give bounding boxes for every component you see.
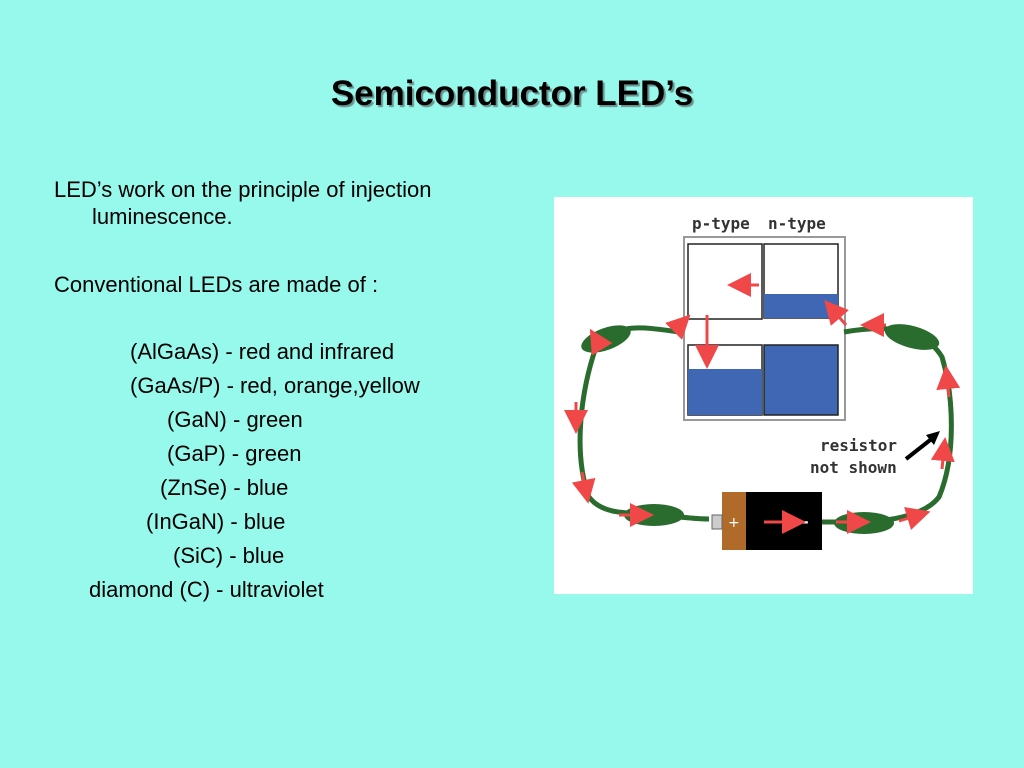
resistor-note-line-2: not shown xyxy=(810,458,897,477)
battery-minus-sign: - xyxy=(802,512,809,531)
battery-plus-sign: + xyxy=(728,515,740,531)
intro-text-line-2: luminescence. xyxy=(92,204,233,229)
slide-title: Semiconductor LED’s xyxy=(330,74,694,113)
arrow-icon xyxy=(898,506,931,530)
n-valence-band xyxy=(763,344,839,416)
resistor-pointer-head-icon xyxy=(926,431,940,445)
led-circuit-svg: p-type n-type + - xyxy=(564,214,961,550)
arrow-icon xyxy=(824,299,849,326)
left-top-clip xyxy=(581,325,631,353)
arrow-icon xyxy=(930,437,955,470)
intro-text-line-1: LED’s work on the principle of injection xyxy=(54,177,432,202)
material-item: (GaAs/P) - red, orange,yellow xyxy=(130,373,420,398)
material-item: (InGaN) - blue xyxy=(146,509,286,534)
arrow-icon xyxy=(665,314,691,340)
battery-terminal xyxy=(711,514,723,530)
p-type-label: p-type xyxy=(692,214,750,233)
n-type-label: n-type xyxy=(768,214,826,233)
material-item: (GaP) - green xyxy=(167,441,302,466)
p-band-fill xyxy=(688,369,762,415)
material-item: (AlGaAs) - red and infrared xyxy=(130,339,395,364)
led-circuit-diagram: p-type n-type + - xyxy=(554,197,973,594)
n-band-electrons xyxy=(764,294,838,318)
material-item: (GaN) - green xyxy=(167,407,303,432)
arrow-icon xyxy=(936,365,961,398)
resistor-pointer-icon xyxy=(904,435,936,461)
material-item: (ZnSe) - blue xyxy=(160,475,289,500)
right-top-clip xyxy=(884,324,940,350)
arrow-icon xyxy=(589,328,613,356)
current-arrows xyxy=(564,273,961,534)
resistor-note-line-1: resistor xyxy=(820,436,897,455)
battery-positive-end xyxy=(722,492,746,550)
made-of-text: Conventional LEDs are made of : xyxy=(54,272,379,297)
material-item: diamond (C) - ultraviolet xyxy=(89,577,324,602)
material-item: (SiC) - blue xyxy=(173,543,285,568)
p-conduction-band xyxy=(687,243,763,320)
arrow-icon xyxy=(571,471,596,504)
